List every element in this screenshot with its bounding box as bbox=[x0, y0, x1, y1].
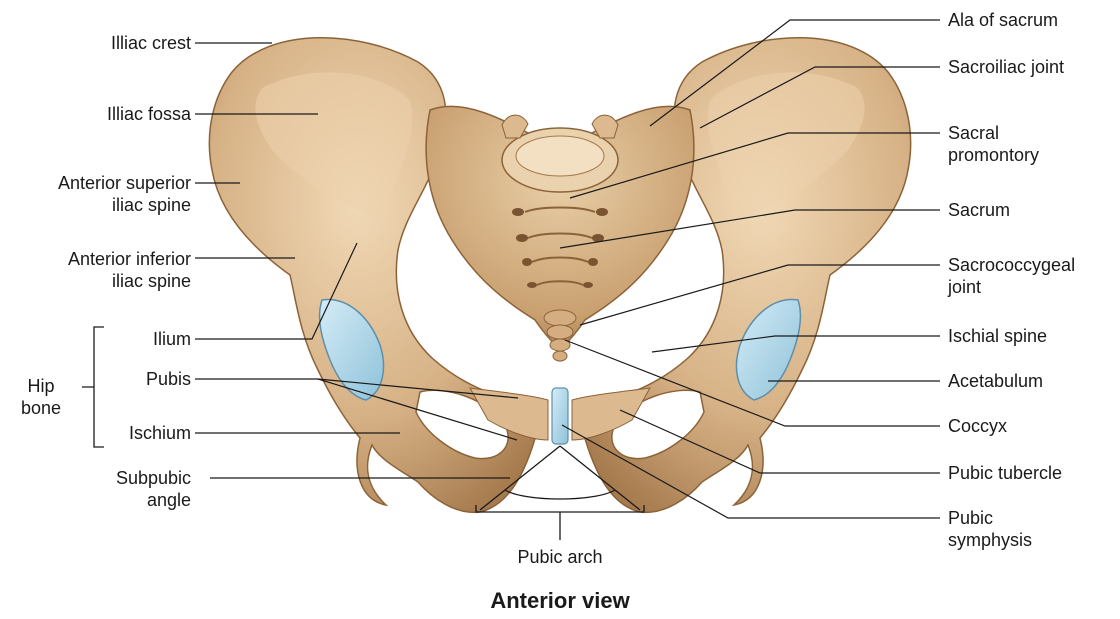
label-acetabulum: Acetabulum bbox=[948, 370, 1043, 392]
label-pubis: Pubis bbox=[146, 368, 191, 390]
label-anterior-superior-iliac-spine: Anterior superior iliac spine bbox=[58, 172, 191, 216]
pubic-symphysis-cartilage bbox=[552, 388, 568, 444]
label-pubic-symphysis: Pubic symphysis bbox=[948, 507, 1032, 551]
label-illiac-crest: Illiac crest bbox=[111, 32, 191, 54]
label-sacrococcygeal-joint: Sacrococcygeal joint bbox=[948, 254, 1075, 298]
label-hip-bone: Hip bone bbox=[6, 375, 76, 419]
label-ilium: Ilium bbox=[153, 328, 191, 350]
label-ischial-spine: Ischial spine bbox=[948, 325, 1047, 347]
label-pubic-arch: Pubic arch bbox=[480, 546, 640, 568]
label-coccyx: Coccyx bbox=[948, 415, 1007, 437]
coccyx bbox=[544, 310, 576, 361]
hip-bone-bracket bbox=[82, 327, 104, 447]
view-title: Anterior view bbox=[0, 588, 1120, 614]
label-sacral-promontory: Sacral promontory bbox=[948, 122, 1039, 166]
label-illiac-fossa: Illiac fossa bbox=[107, 103, 191, 125]
label-ala-of-sacrum: Ala of sacrum bbox=[948, 9, 1058, 31]
label-sacrum: Sacrum bbox=[948, 199, 1010, 221]
label-subpubic-angle: Subpubic angle bbox=[116, 467, 191, 511]
label-sacroiliac-joint: Sacroiliac joint bbox=[948, 56, 1064, 78]
label-pubic-tubercle: Pubic tubercle bbox=[948, 462, 1062, 484]
label-anterior-inferior-iliac-spine: Anterior inferior iliac spine bbox=[68, 248, 191, 292]
label-ischium: Ischium bbox=[129, 422, 191, 444]
